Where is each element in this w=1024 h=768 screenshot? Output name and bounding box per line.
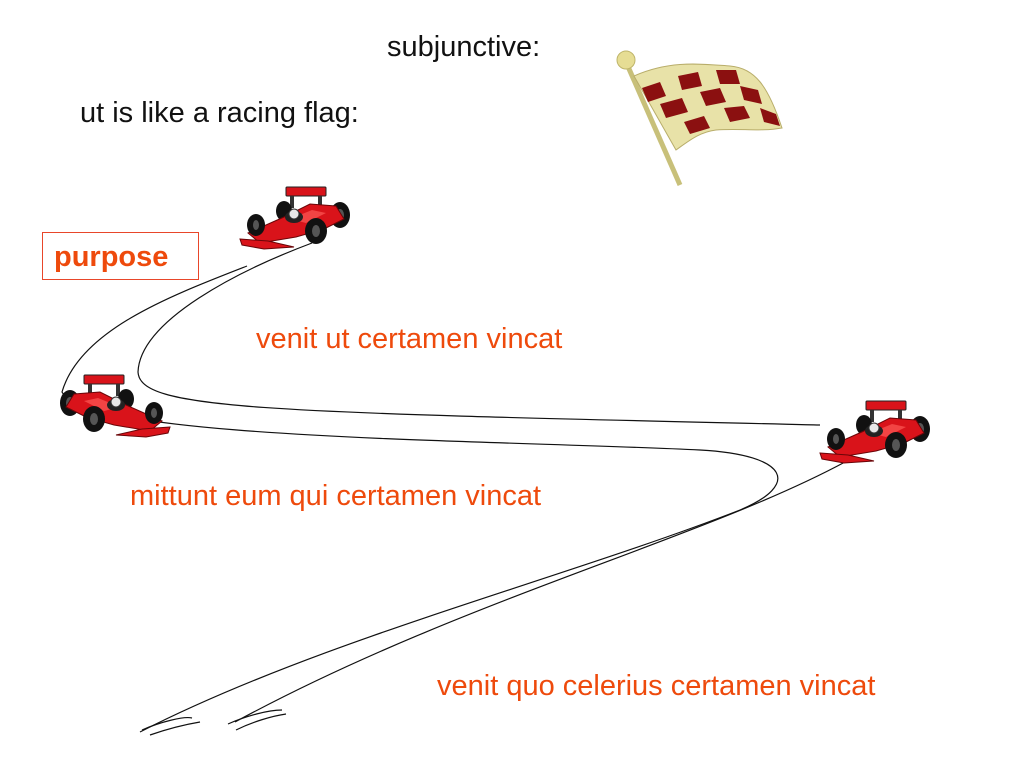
purpose-label: purpose	[54, 241, 169, 273]
track-curve-lower	[234, 461, 846, 723]
example-line-3: venit quo celerius certamen vincat	[437, 670, 876, 702]
slide-heading: subjunctive:	[387, 31, 541, 63]
example-line-1: venit ut certamen vincat	[256, 323, 563, 355]
slide-subheading: ut is like a racing flag:	[80, 97, 359, 129]
example-line-2: mittunt eum qui certamen vincat	[130, 480, 542, 512]
track-curve-inner	[137, 242, 821, 426]
race-car-icon	[819, 400, 931, 464]
race-car-icon	[59, 374, 171, 438]
race-car-icon	[239, 186, 351, 250]
checkered-flag-icon	[616, 50, 783, 187]
track-curve-outer	[61, 265, 779, 733]
purpose-label-box: purpose	[42, 232, 199, 280]
